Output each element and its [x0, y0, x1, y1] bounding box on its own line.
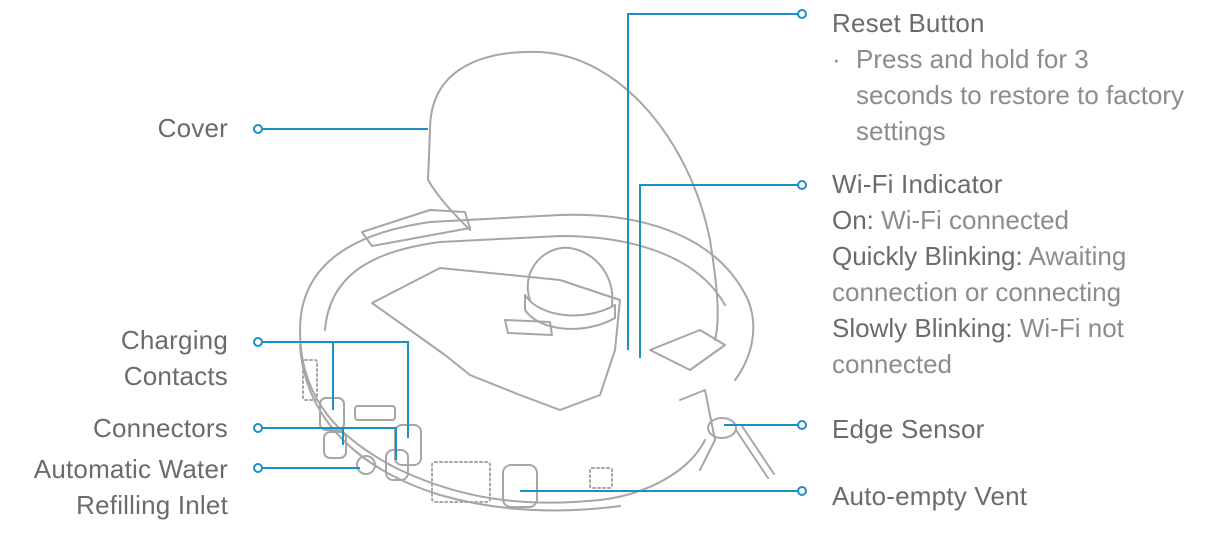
wifi-state-slow-key: Slowly Blinking:: [832, 313, 1013, 343]
leader-dot-auto-empty: [797, 486, 807, 496]
label-reset-button: Reset Button: [832, 8, 985, 38]
bullet-spacer: [832, 77, 856, 113]
side-grille: [431, 461, 491, 503]
wifi-state-on-key: On:: [832, 205, 874, 235]
cover-hinge-right: [649, 329, 726, 371]
reset-description-row3: settings: [832, 113, 1184, 149]
robot-vacuum-illustration: [299, 50, 775, 512]
reset-description-row1: · Press and hold for 3: [832, 41, 1184, 77]
leader-lines: [253, 9, 807, 496]
lidar-dome: [526, 246, 614, 306]
reset-description-line2: seconds to restore to factory: [856, 80, 1185, 110]
label-charging-contacts-line2: Contacts: [123, 361, 228, 391]
dustbin-handle: [504, 319, 553, 336]
side-brush-arm-2: [741, 425, 775, 475]
auto-empty-vent-opening: [502, 464, 538, 508]
label-cover: Cover: [157, 113, 228, 143]
wifi-state-on-value: Wi-Fi connected: [881, 205, 1069, 235]
port-top: [354, 405, 396, 421]
reset-description-line3: settings: [856, 116, 946, 146]
wifi-state-slow: Slowly Blinking: Wi-Fi not: [832, 310, 1126, 346]
robot-inner-deck: [324, 235, 726, 331]
cover-lid-inner: [427, 129, 471, 231]
leader-dot-cover: [253, 124, 263, 134]
label-water-inlet-line1: Automatic Water: [33, 454, 228, 484]
reset-description-row2: seconds to restore to factory: [832, 77, 1184, 113]
label-edge-sensor: Edge Sensor: [832, 414, 985, 444]
wifi-state-slow-value-2: connected: [832, 349, 952, 379]
wifi-state-slow-cont: connected: [832, 346, 1126, 382]
label-connectors: Connectors: [93, 413, 228, 443]
leader-connectors-b: [343, 427, 397, 460]
leader-dot-water-inlet: [253, 463, 263, 473]
cover-lid: [429, 50, 719, 341]
wifi-state-on: On: Wi-Fi connected: [832, 202, 1126, 238]
leader-charging-contacts-b: [333, 341, 409, 438]
label-auto-empty-vent: Auto-empty Vent: [832, 481, 1028, 511]
label-wifi-indicator: Wi-Fi Indicator: [832, 169, 1003, 199]
label-water-inlet-line2: Refilling Inlet: [76, 490, 228, 520]
wifi-state-quick-cont: connection or connecting: [832, 274, 1126, 310]
wifi-state-quick-value-2: connection or connecting: [832, 277, 1122, 307]
leader-dot-edge-sensor: [797, 420, 807, 430]
side-brush-arm: [735, 429, 769, 479]
leader-dot-reset: [797, 9, 807, 19]
front-bumper: [679, 389, 716, 471]
wifi-state-slow-value: Wi-Fi not: [1019, 313, 1124, 343]
wifi-states: On: Wi-Fi connected Quickly Blinking: Aw…: [832, 202, 1126, 382]
wifi-state-quick: Quickly Blinking: Awaiting: [832, 238, 1126, 274]
wifi-state-quick-value: Awaiting: [1028, 241, 1127, 271]
cover-hinge-left: [361, 209, 471, 247]
water-inlet-port: [356, 455, 376, 475]
leader-reset: [627, 13, 802, 350]
left-grille: [302, 359, 318, 401]
leader-dot-connectors: [253, 423, 263, 433]
robot-top-rim: [299, 213, 755, 381]
connector-left: [323, 431, 347, 459]
label-charging-contacts-line1: Charging: [120, 325, 228, 355]
reset-description: · Press and hold for 3 seconds to restor…: [832, 41, 1184, 149]
dustbin-panel: [371, 267, 621, 411]
robot-lower-edge: [299, 344, 621, 512]
bullet-spacer: [832, 113, 856, 149]
lidar-dome-base: [524, 294, 616, 330]
reset-description-line1: Press and hold for 3: [856, 44, 1089, 74]
leader-wifi: [639, 184, 802, 358]
wifi-state-quick-key: Quickly Blinking:: [832, 241, 1023, 271]
small-grille: [589, 467, 613, 489]
edge-sensor-window: [707, 417, 737, 439]
leader-dot-charging: [253, 337, 263, 347]
leader-dot-wifi: [797, 180, 807, 190]
bullet-dot: ·: [832, 44, 841, 74]
robot-outer-side: [299, 329, 706, 504]
